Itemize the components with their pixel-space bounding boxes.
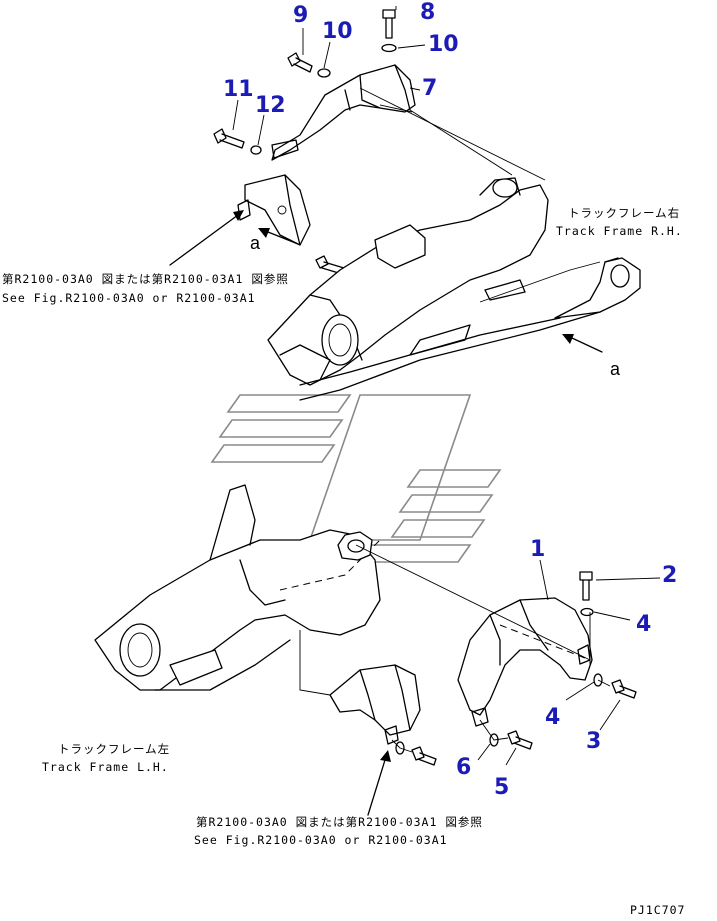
callout-leader-12 [257, 114, 265, 146]
leader-lower-4 [597, 679, 611, 687]
callout-8: 8 [420, 0, 436, 25]
callout-leader-6 [477, 743, 491, 761]
rh-label-en: Track Frame R.H. [556, 224, 683, 238]
ref-arrow-bottom [367, 759, 386, 816]
callout-leader-4b [565, 681, 595, 701]
cover-1 [457, 597, 593, 727]
callout-leader-2 [595, 577, 661, 581]
view-arrowhead-right [562, 334, 574, 344]
callout-1: 1 [530, 537, 546, 562]
callout-10-left: 10 [322, 19, 353, 44]
dash-lower-1 [499, 624, 591, 661]
view-arrow-left [267, 231, 299, 245]
leader-upper-1 [359, 87, 546, 181]
callout-3: 3 [586, 729, 602, 754]
leader-lower-6 [391, 739, 413, 753]
watermark-logo [210, 394, 502, 563]
callout-leader-5 [505, 747, 517, 766]
callout-11: 11 [223, 77, 254, 102]
callout-2: 2 [662, 563, 678, 588]
callout-9: 9 [293, 3, 309, 28]
bolt-8 [382, 9, 396, 39]
callout-4-lower: 4 [545, 705, 561, 730]
callout-leader-4a [593, 611, 631, 621]
bracket-left-upper [237, 174, 311, 246]
yoke-right [554, 257, 641, 319]
callout-leader-10a [323, 41, 331, 69]
ref-top-jp: 第R2100-03A0 図または第R2100-03A1 図参照 [2, 272, 289, 286]
washer-12 [250, 145, 262, 155]
bracket-lower [329, 664, 421, 745]
bolt-3 [611, 679, 637, 699]
ref-arrowhead-top [233, 210, 244, 221]
yoke-lower [337, 531, 373, 561]
callout-10-right: 10 [428, 32, 459, 57]
bolt-11 [213, 128, 245, 149]
washer-4-upper [580, 607, 594, 617]
washer-10-left [317, 68, 331, 78]
bolt-lower-bracket [411, 746, 437, 766]
rh-label-jp: トラックフレーム右 [568, 206, 681, 220]
view-letter-a-left: a [250, 233, 261, 253]
ref-bottom-en: See Fig.R2100-03A0 or R2100-03A1 [194, 833, 448, 847]
ref-bottom-jp: 第R2100-03A0 図または第R2100-03A1 図参照 [196, 815, 483, 829]
ref-arrow-top [169, 214, 239, 266]
callout-12: 12 [255, 93, 286, 118]
leader-lower-2 [299, 630, 331, 696]
view-letter-a-right: a [610, 359, 621, 379]
view-arrowhead-left [258, 228, 270, 238]
leader-lower-1 [355, 544, 591, 661]
callout-5: 5 [494, 775, 510, 800]
ref-top-en: See Fig.R2100-03A0 or R2100-03A1 [2, 291, 256, 305]
view-arrow-right [571, 337, 603, 353]
callout-7: 7 [422, 76, 438, 101]
leader-upper-2 [409, 109, 513, 176]
lh-label-jp: トラックフレーム左 [58, 742, 171, 756]
leader-lower-5 [479, 719, 509, 741]
cover-7 [271, 64, 416, 161]
washer-10-top [381, 43, 397, 53]
bolt-5 [507, 730, 533, 750]
callout-6: 6 [456, 755, 472, 780]
bolt-9 [287, 52, 313, 73]
callout-leader-1 [539, 559, 549, 601]
callout-4-upper: 4 [636, 612, 652, 637]
track-frame-rh [267, 177, 601, 401]
lh-label-en: Track Frame L.H. [42, 760, 169, 774]
callout-leader-3 [599, 699, 621, 731]
leader-upper-3 [479, 261, 601, 303]
callout-leader-10b [397, 44, 426, 49]
callout-leader-11 [232, 99, 239, 131]
ref-arrowhead-bottom [380, 750, 391, 762]
track-frame-lh [94, 484, 381, 691]
bolt-2 [579, 571, 593, 601]
drawing-code: PJ1C707 [630, 903, 686, 917]
callout-leader-7 [409, 87, 421, 91]
